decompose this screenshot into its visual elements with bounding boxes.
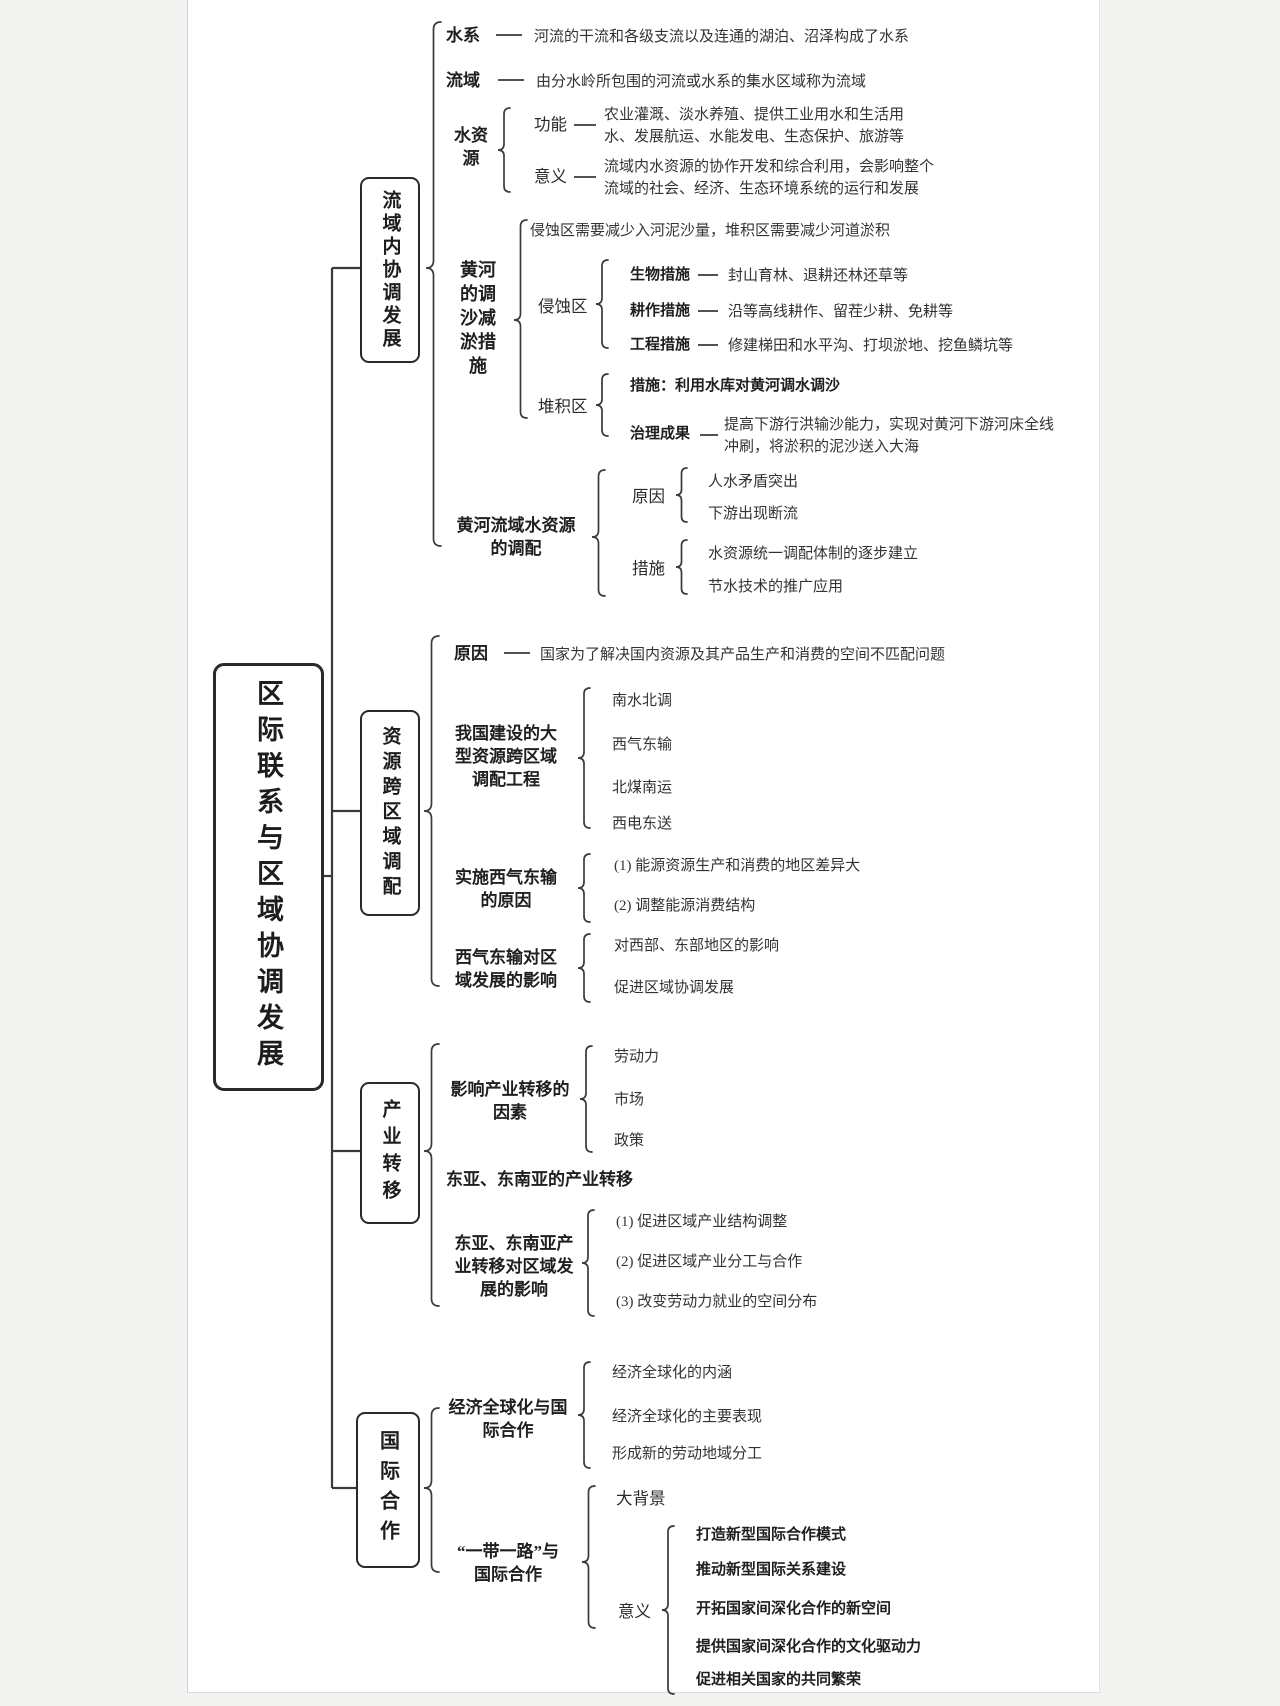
yinsu-item: 市场 (614, 1092, 645, 1108)
branch4-label: 国际合作 (376, 1430, 399, 1550)
diaopei-cuoshi-label: 措施 (632, 559, 665, 578)
liuyu-desc: 由分水岭所包围的河流或水系的集水区域称为流域 (536, 74, 867, 90)
brace-diaopei (591, 469, 606, 597)
quanqiuhua-item: 形成新的劳动地域分工 (612, 1446, 763, 1462)
branch1-label: 流域内协调发展 (379, 189, 401, 351)
diaopei-cuoshi-item: 节水技术的推广应用 (708, 579, 844, 595)
root-title: 区际联系与区域协调发展 (253, 679, 283, 1075)
brace-tiaosha (513, 219, 528, 419)
brace-yidaiyilu (581, 1485, 596, 1629)
gongcheng-cuoshi-label: 工程措施 (630, 337, 691, 353)
root-node: 区际联系与区域协调发展 (213, 663, 324, 1091)
b2-yingxiang-item: 促进区域协调发展 (614, 980, 735, 996)
brace-yiyi (661, 1525, 675, 1695)
brace-yinsu (579, 1045, 593, 1153)
shuiziyuan-yiyi-desc: 流域内水资源的协作开发和综合利用，会影响整个流域的社会、经济、生态环境系统的运行… (604, 159, 935, 197)
b3-yingxiang-label: 东亚、东南亚产业转移对区域发展的影响 (454, 1234, 574, 1299)
diaopei-yuanyin-label: 原因 (632, 487, 665, 506)
shuiziyuan-label: 水资源 (454, 126, 488, 168)
yiyi-item: 推动新型国际关系建设 (696, 1562, 847, 1578)
chengguo-label: 治理成果 (630, 426, 691, 442)
b2-yingxiang-item: 对西部、东部地区的影响 (614, 938, 780, 954)
gengzuo-label: 耕作措施 (630, 303, 691, 319)
liuyu-label: 流域 (446, 71, 480, 90)
b2-yuanyin-label: 原因 (454, 644, 488, 663)
brace-branch4 (423, 1407, 440, 1573)
yiyi-item: 提供国家间深化合作的文化驱动力 (696, 1639, 922, 1655)
beijing-label: 大背景 (616, 1489, 666, 1508)
brace-diaopei-yuanyin (675, 467, 688, 523)
brace-b3-yingxiang (581, 1209, 595, 1317)
branch4-node: 国际合作 (356, 1412, 420, 1568)
dongya-label: 东亚、东南亚的产业转移 (446, 1170, 633, 1189)
brace-gongcheng (577, 687, 591, 829)
brace-shishi (577, 853, 591, 923)
brace-branch2 (423, 635, 440, 987)
b3-yingxiang-item: (1) 促进区域产业结构调整 (616, 1214, 788, 1230)
tiaosha-overview: 侵蚀区需要减少入河泥沙量，堆积区需要减少河道淤积 (530, 223, 891, 239)
quanqiuhua-item: 经济全球化的内涵 (612, 1365, 733, 1381)
gongcheng-cuoshi-desc: 修建梯田和水平沟、打坝淤地、挖鱼鳞坑等 (728, 338, 1014, 354)
brace-duiji (595, 373, 609, 437)
shishi-item: (1) 能源资源生产和消费的地区差异大 (614, 858, 861, 874)
brace-qinshi (595, 259, 609, 349)
yidaiyilu-label: “一带一路”与国际合作 (457, 1542, 559, 1584)
gongcheng-item: 北煤南运 (612, 780, 673, 796)
gongcheng-item: 西气东输 (612, 737, 673, 753)
yiyi-item: 打造新型国际合作模式 (696, 1527, 847, 1543)
shuixi-label: 水系 (446, 26, 480, 45)
page-background (187, 0, 1100, 1693)
yinsu-item: 政策 (614, 1133, 645, 1149)
branch2-node: 资源跨区域调配 (360, 710, 420, 916)
yinsu-item: 劳动力 (614, 1049, 660, 1065)
shengwu-label: 生物措施 (630, 267, 691, 283)
brace-branch1 (425, 21, 442, 547)
chengguo-desc: 提高下游行洪输沙能力，实现对黄河下游河床全线冲刷，将淤积的泥沙送入大海 (724, 417, 1055, 455)
gongcheng-item: 西电东送 (612, 816, 673, 832)
quanqiuhua-item: 经济全球化的主要表现 (612, 1409, 763, 1425)
brace-branch3 (423, 1043, 440, 1307)
tiaosha-label: 黄河的调沙减淤措施 (460, 260, 496, 376)
diaopei-cuoshi-item: 水资源统一调配体制的逐步建立 (708, 546, 919, 562)
gongneng-desc: 农业灌溉、淡水养殖、提供工业用水和生活用水、发展航运、水能发电、生态保护、旅游等 (604, 107, 905, 145)
shishi-item: (2) 调整能源消费结构 (614, 898, 756, 914)
branch3-label: 产业转移 (379, 1099, 401, 1207)
gongneng-label: 功能 (534, 115, 567, 134)
shishi-label: 实施西气东输的原因 (455, 868, 557, 910)
yiyi-label: 意义 (618, 1602, 651, 1621)
shuixi-desc: 河流的干流和各级支流以及连通的湖泊、沼泽构成了水系 (534, 29, 910, 45)
b2-yuanyin-desc: 国家为了解决国内资源及其产品生产和消费的空间不匹配问题 (540, 647, 946, 663)
branch1-node: 流域内协调发展 (360, 177, 420, 363)
duiji-cuoshi: 措施：利用水库对黄河调水调沙 (630, 378, 841, 394)
gengzuo-desc: 沿等高线耕作、留茬少耕、免耕等 (728, 304, 954, 320)
gongcheng-item: 南水北调 (612, 693, 673, 709)
quanqiuhua-label: 经济全球化与国际合作 (448, 1398, 568, 1440)
qinshi-label: 侵蚀区 (538, 297, 588, 316)
brace-shuiziyuan (497, 107, 511, 193)
gongcheng-label: 我国建设的大型资源跨区域调配工程 (455, 724, 557, 789)
brace-quanqiuhua (577, 1361, 591, 1469)
brace-diaopei-cuoshi (675, 539, 688, 595)
branch2-label: 资源跨区域调配 (379, 725, 401, 901)
brace-b2-yingxiang (577, 933, 591, 1003)
yinsu-label: 影响产业转移的因素 (450, 1080, 570, 1122)
b3-yingxiang-item: (3) 改变劳动力就业的空间分布 (616, 1294, 818, 1310)
duiji-label: 堆积区 (538, 397, 588, 416)
shuiziyuan-yiyi-label: 意义 (534, 167, 567, 186)
b3-yingxiang-item: (2) 促进区域产业分工与合作 (616, 1254, 803, 1270)
tree-lines (318, 266, 360, 1490)
shengwu-desc: 封山育林、退耕还林还草等 (728, 268, 909, 284)
diaopei-label: 黄河流域水资源的调配 (456, 516, 576, 558)
diaopei-yuanyin-item: 人水矛盾突出 (708, 474, 799, 490)
branch3-node: 产业转移 (360, 1082, 420, 1224)
yiyi-item: 开拓国家间深化合作的新空间 (696, 1601, 892, 1617)
yiyi-item: 促进相关国家的共同繁荣 (696, 1672, 862, 1688)
b2-yingxiang-label: 西气东输对区域发展的影响 (455, 948, 557, 990)
diaopei-yuanyin-item: 下游出现断流 (708, 506, 799, 522)
